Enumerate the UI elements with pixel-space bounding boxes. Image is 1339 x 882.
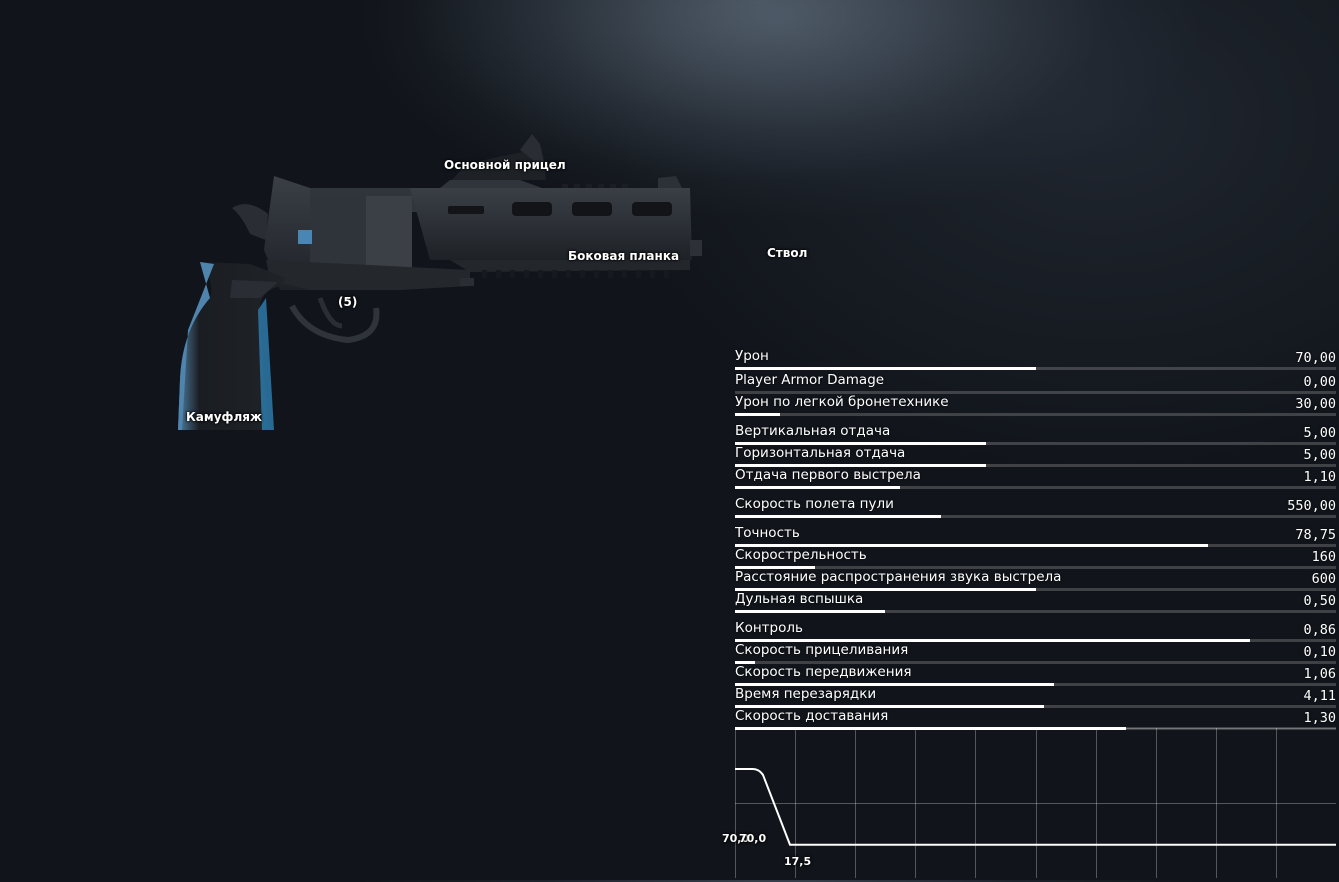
damage-falloff-graph xyxy=(735,728,1337,879)
stat-bar-track xyxy=(735,367,1336,370)
stat-name: Отдача первого выстрела xyxy=(735,467,921,483)
stat-bar-track xyxy=(735,610,1336,613)
stat-name: Дульная вспышка xyxy=(735,591,864,607)
stat-name: Точность xyxy=(735,525,800,541)
stat-bar-track xyxy=(735,588,1336,591)
stat-name: Урон по легкой бронетехнике xyxy=(735,394,949,410)
graph-label-start: 70,0 xyxy=(722,832,750,845)
graph-label-end: 17,5 xyxy=(784,855,812,868)
stat-bar-fill xyxy=(735,661,755,664)
stat-row: Урон 70,00 xyxy=(735,348,1336,370)
stat-value: 160 xyxy=(1311,549,1336,565)
stat-row: Горизонтальная отдача 5,00 xyxy=(735,445,1336,467)
stat-name: Скорость прицеливания xyxy=(735,642,909,658)
stat-name: Скорость доставания xyxy=(735,708,889,724)
stat-bar-fill xyxy=(735,683,1054,686)
stat-row: Время перезарядки 4,11 xyxy=(735,686,1336,708)
stat-bar-track xyxy=(735,442,1336,445)
damage-curve xyxy=(735,767,1336,846)
stat-name: Скорость передвижения xyxy=(735,664,912,680)
stat-bar-track xyxy=(735,705,1336,708)
stat-bar-fill xyxy=(735,442,986,445)
stat-value: 70,00 xyxy=(1295,350,1336,366)
stat-name: Время перезарядки xyxy=(735,686,877,702)
stat-bar-fill xyxy=(735,566,815,569)
stat-name: Скорострельность xyxy=(735,547,867,563)
attachment-camo-label[interactable]: Камуфляж xyxy=(186,410,262,424)
stat-value: 0,50 xyxy=(1303,593,1336,609)
stat-bar-fill xyxy=(735,588,1036,591)
stat-bar-track xyxy=(735,544,1336,547)
stat-value: 0,10 xyxy=(1303,644,1336,660)
stat-bar-fill xyxy=(735,727,1126,730)
stat-bar-track xyxy=(735,683,1336,686)
stat-value: 0,86 xyxy=(1303,622,1336,638)
stat-row: Точность 78,75 xyxy=(735,525,1336,547)
stat-row: Скорость доставания 1,30 xyxy=(735,708,1336,730)
stat-row: Отдача первого выстрела 1,10 xyxy=(735,467,1336,489)
stat-name: Вертикальная отдача xyxy=(735,423,891,439)
stat-value: 0,00 xyxy=(1303,374,1336,390)
stat-row: Вертикальная отдача 5,00 xyxy=(735,423,1336,445)
stat-value: 1,06 xyxy=(1303,666,1336,682)
graph-label-start-2: 70,0 xyxy=(739,832,767,845)
stat-value: 5,00 xyxy=(1303,425,1336,441)
stat-bar-track xyxy=(735,661,1336,664)
stat-value: 1,30 xyxy=(1303,710,1336,726)
ammo-count-label: (5) xyxy=(338,295,358,309)
stat-bar-track xyxy=(735,639,1336,642)
stat-bar-fill xyxy=(735,515,942,518)
stat-name: Контроль xyxy=(735,620,803,636)
stat-value: 78,75 xyxy=(1295,527,1336,543)
stat-name: Скорость полета пули xyxy=(735,496,894,512)
stat-bar-track xyxy=(735,486,1336,489)
damage-graph-svg xyxy=(735,728,1337,879)
stat-value: 5,00 xyxy=(1303,447,1336,463)
stat-name: Расстояние распространения звука выстрел… xyxy=(735,569,1062,585)
stat-row: Скорость передвижения 1,06 xyxy=(735,664,1336,686)
stat-bar-fill xyxy=(735,544,1208,547)
stat-bar-fill xyxy=(735,610,886,613)
stat-bar-track xyxy=(735,413,1336,416)
revolver-icon xyxy=(178,134,702,430)
stat-value: 4,11 xyxy=(1303,688,1336,704)
stat-bar-track xyxy=(735,515,1336,518)
stat-row: Контроль 0,86 xyxy=(735,620,1336,642)
attachment-main-sight-label[interactable]: Основной прицел xyxy=(444,158,566,172)
stat-bar-fill xyxy=(735,705,1044,708)
stat-bar-track xyxy=(735,464,1336,467)
attachment-barrel-label[interactable]: Ствол xyxy=(767,246,808,260)
stat-bar-fill xyxy=(735,639,1251,642)
stat-bar-fill xyxy=(735,486,901,489)
stat-row: Скорострельность 160 xyxy=(735,547,1336,569)
stat-row: Скорость полета пули 550,00 xyxy=(735,496,1336,518)
weapon-revolver-model[interactable] xyxy=(170,130,730,454)
stat-bar-fill xyxy=(735,413,781,416)
stat-bar-track xyxy=(735,566,1336,569)
stat-value: 600 xyxy=(1311,571,1336,587)
stat-name: Горизонтальная отдача xyxy=(735,445,906,461)
stat-bar-fill xyxy=(735,464,986,467)
stat-value: 1,10 xyxy=(1303,469,1336,485)
stat-row: Player Armor Damage 0,00 xyxy=(735,372,1336,394)
stat-bar-fill xyxy=(735,367,1036,370)
stat-bar-track xyxy=(735,391,1336,394)
stat-row: Расстояние распространения звука выстрел… xyxy=(735,569,1336,591)
stat-row: Урон по легкой бронетехнике 30,00 xyxy=(735,394,1336,416)
stat-bar-track xyxy=(735,727,1336,730)
attachment-side-rail-label[interactable]: Боковая планка xyxy=(568,249,680,263)
stat-name: Урон xyxy=(735,348,769,364)
stat-row: Дульная вспышка 0,50 xyxy=(735,591,1336,613)
stat-value: 550,00 xyxy=(1287,498,1336,514)
stat-name: Player Armor Damage xyxy=(735,372,885,388)
stat-row: Скорость прицеливания 0,10 xyxy=(735,642,1336,664)
stat-value: 30,00 xyxy=(1295,396,1336,412)
